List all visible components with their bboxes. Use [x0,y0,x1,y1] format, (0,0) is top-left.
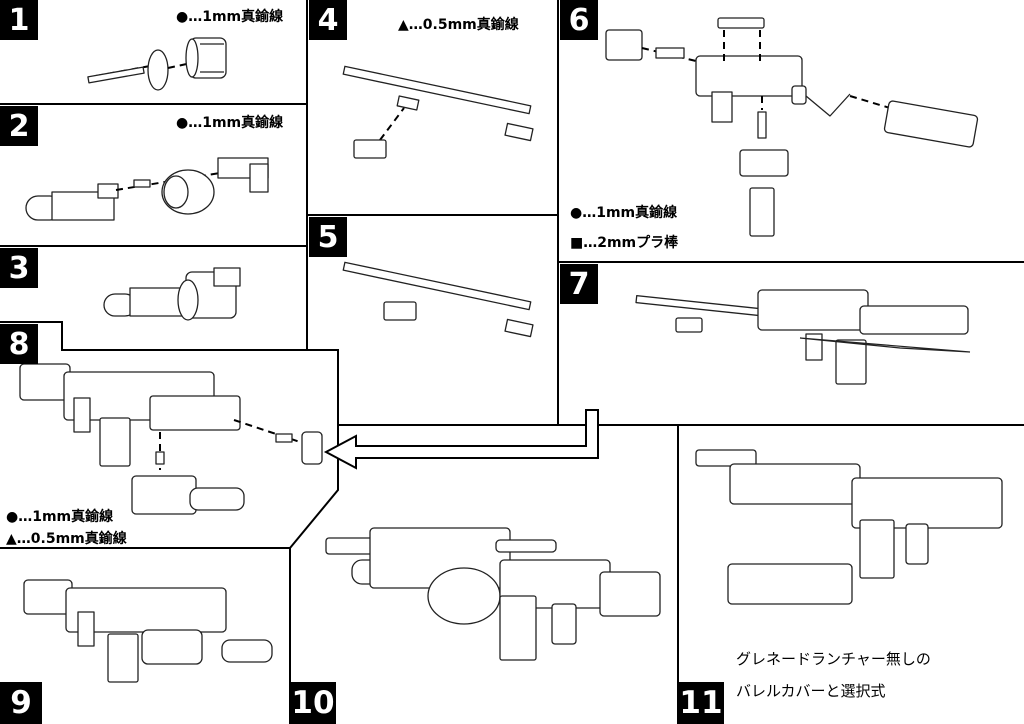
legend-1mm-brass-wire: ●…1mm真鍮線 [176,115,284,131]
step-number-6: 6 [560,0,598,40]
legend-2mm-plastic-rod: ■…2mmプラ棒 [570,235,679,251]
panel-8-parts [19,363,323,515]
panel-9-parts [23,579,273,683]
panel-2-parts [25,157,269,221]
legend-0-5mm-brass-wire: ▲…0.5mm真鍮線 [398,17,519,33]
legend-1mm-brass-wire: ●…1mm真鍮線 [570,205,678,221]
option-note-line-2: バレルカバーと選択式 [736,682,886,700]
panel-11-parts [695,449,1003,605]
step-number-7: 7 [560,264,598,304]
step-number-4: 4 [309,0,347,40]
legend-0-5mm-brass-wire: ▲…0.5mm真鍮線 [6,531,127,547]
panel-4-parts [342,65,534,159]
direction-arrow [323,409,599,470]
panel-7-parts [635,289,971,385]
step-number-3: 3 [0,248,38,288]
panel-10-parts [325,527,661,661]
step-number-1: 1 [0,0,38,40]
legend-1mm-brass-wire: ●…1mm真鍮線 [6,509,114,525]
step-number-9: 9 [0,682,42,724]
panel-5-parts [342,261,534,338]
step-number-11: 11 [678,682,724,724]
step-number-5: 5 [309,217,347,257]
step-number-10: 10 [290,682,336,724]
panel-3-parts [103,267,241,321]
step-number-2: 2 [0,106,38,146]
step-number-8: 8 [0,324,38,364]
panel-6-parts [605,17,979,237]
panel-1-parts [87,37,227,91]
option-note-line-1: グレネードランチャー無しの [736,650,931,668]
legend-1mm-brass-wire: ●…1mm真鍮線 [176,9,284,25]
